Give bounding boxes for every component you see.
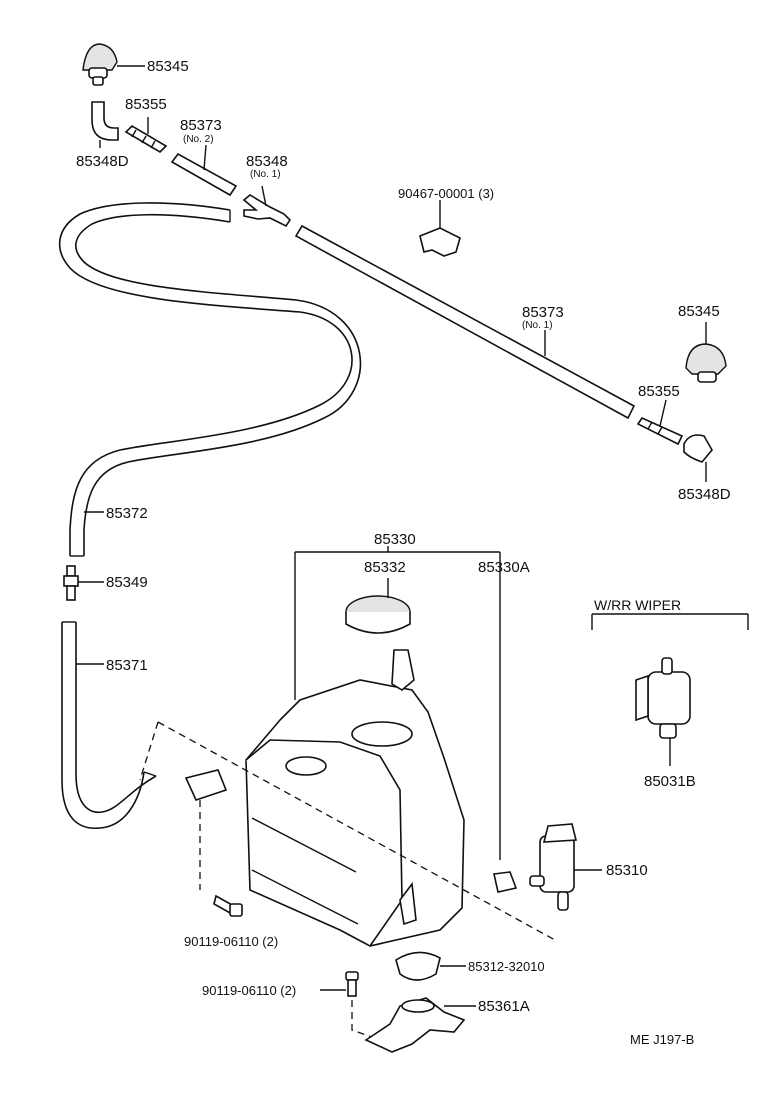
joint-85355-top <box>124 117 168 154</box>
hose-85373-no2 <box>170 144 238 197</box>
joint-85349 <box>63 565 104 601</box>
bracket-85330 <box>294 546 501 860</box>
bracket-85361A <box>364 997 476 1053</box>
label-85373-no1: 85373 <box>522 304 564 321</box>
label-85355-top: 85355 <box>125 96 167 113</box>
reference-code: ME J197-B <box>630 1032 694 1047</box>
grommet-85312 <box>395 951 466 981</box>
hose-85372 <box>58 202 362 557</box>
label-85330A: 85330A <box>478 559 530 576</box>
label-85348D-right: 85348D <box>678 486 731 503</box>
cap-85332 <box>345 578 411 634</box>
nozzle-85345-right <box>685 322 727 383</box>
nozzle-85345-top <box>82 43 145 86</box>
grommet-85330A <box>493 871 518 893</box>
label-85332: 85332 <box>364 559 406 576</box>
elbow-85348D-top <box>91 101 119 148</box>
label-85345-right: 85345 <box>678 303 720 320</box>
label-85349: 85349 <box>106 574 148 591</box>
label-85310: 85310 <box>606 862 648 879</box>
label-85348-no1: 85348 <box>246 153 288 170</box>
label-85348D-top: 85348D <box>76 153 129 170</box>
label-85373-no2: 85373 <box>180 117 222 134</box>
joint-85355-right <box>636 399 684 446</box>
label-85355-right: 85355 <box>638 383 680 400</box>
wrr-wiper-group <box>591 613 749 766</box>
label-85373-no1-sub: (No. 1) <box>522 320 553 331</box>
pump-85310 <box>529 823 602 911</box>
label-85345-top: 85345 <box>147 58 189 75</box>
clip-90467 <box>419 200 461 257</box>
label-85373-no2-sub: (No. 2) <box>183 134 214 145</box>
label-85371: 85371 <box>106 657 148 674</box>
elbow-85348D-right <box>683 434 713 482</box>
label-90467: 90467-00001 (3) <box>398 186 494 201</box>
label-90119-b: 90119-06110 (2) <box>202 983 296 998</box>
bolt-90119-a <box>213 894 243 917</box>
label-85372: 85372 <box>106 505 148 522</box>
label-85361A: 85361A <box>478 998 530 1015</box>
label-85348-no1-sub: (No. 1) <box>250 169 281 180</box>
y-joint-85348-no1 <box>242 185 292 228</box>
label-wrr-wiper: W/RR WIPER <box>594 597 681 613</box>
hose-85371 <box>61 621 157 829</box>
bolt-90119-b <box>320 971 359 997</box>
hose-85373-no1 <box>294 224 636 420</box>
label-85330: 85330 <box>374 531 416 548</box>
label-90119-a: 90119-06110 (2) <box>184 934 278 949</box>
label-85312: 85312-32010 <box>468 959 545 974</box>
label-85031B: 85031B <box>644 773 696 790</box>
